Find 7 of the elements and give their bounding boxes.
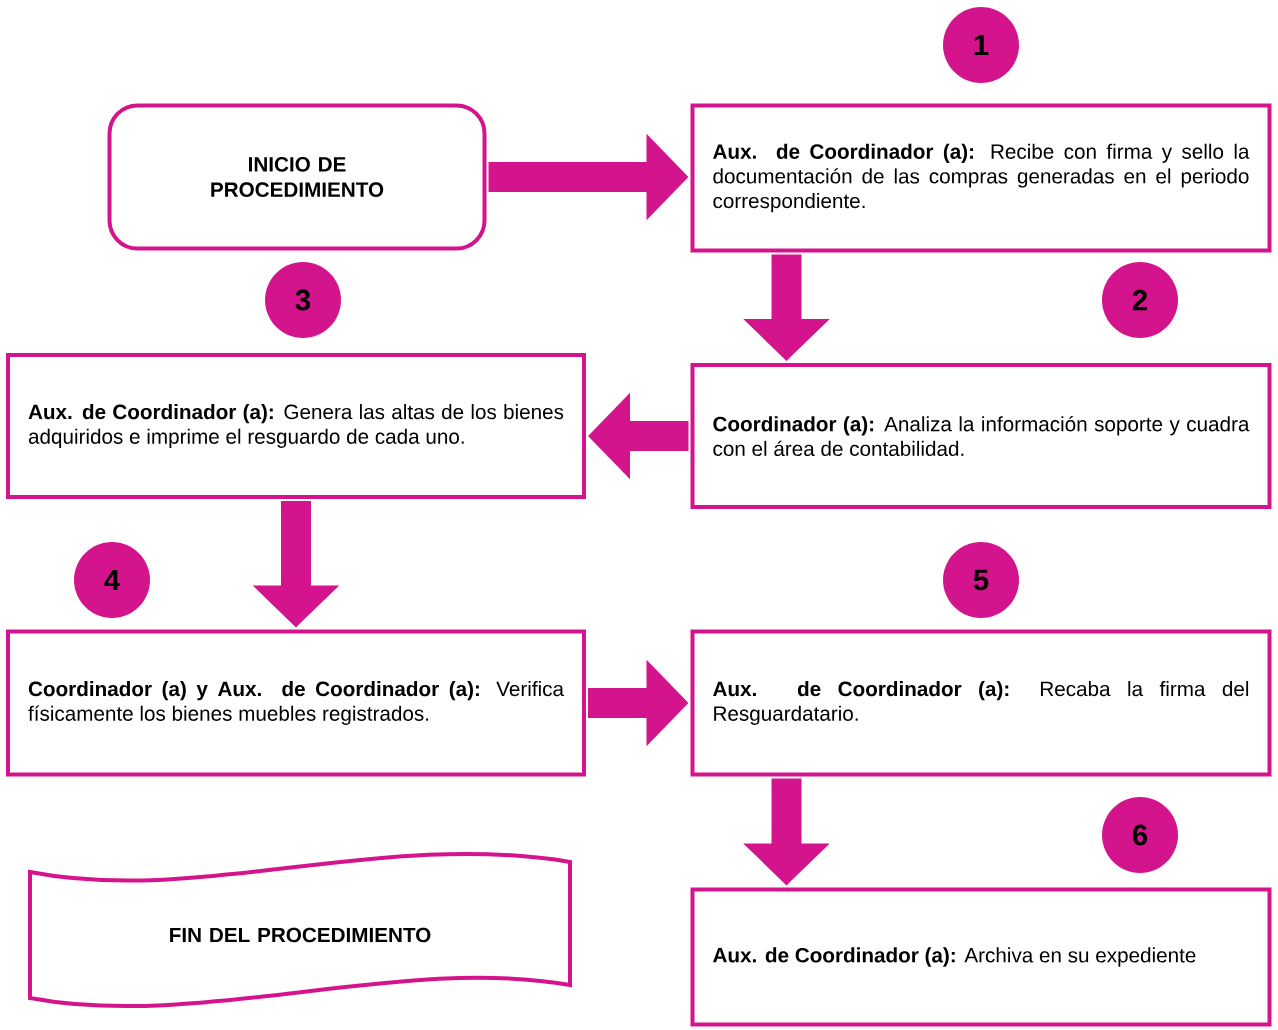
process-box: Aux. de Coordinador (a): Recibe con firma y sello la documentación de las compras generadas en el periodo correspondiente. [690, 103, 1272, 253]
process-box: Coordinador (a): Analiza la información soporte y cuadra con el área de contabilidad. [690, 363, 1272, 509]
process-box: Aux. de Coordinador (a): Genera las altas de los bienes adquiridos e imprime el resguardo de cada uno. [6, 353, 586, 499]
process-box: Aux. de Coordinador (a): Recaba la firma del Resguardatario. [690, 629, 1272, 777]
process-box: Aux. de Coordinador (a): Archiva en su expediente [690, 887, 1272, 1027]
start-box: INICIO DE PROCEDIMIENTO [107, 103, 487, 251]
process-box: Coordinador (a) y Aux. de Coordinador (a): Verifica físicamente los bienes muebles registrados. [6, 629, 586, 777]
